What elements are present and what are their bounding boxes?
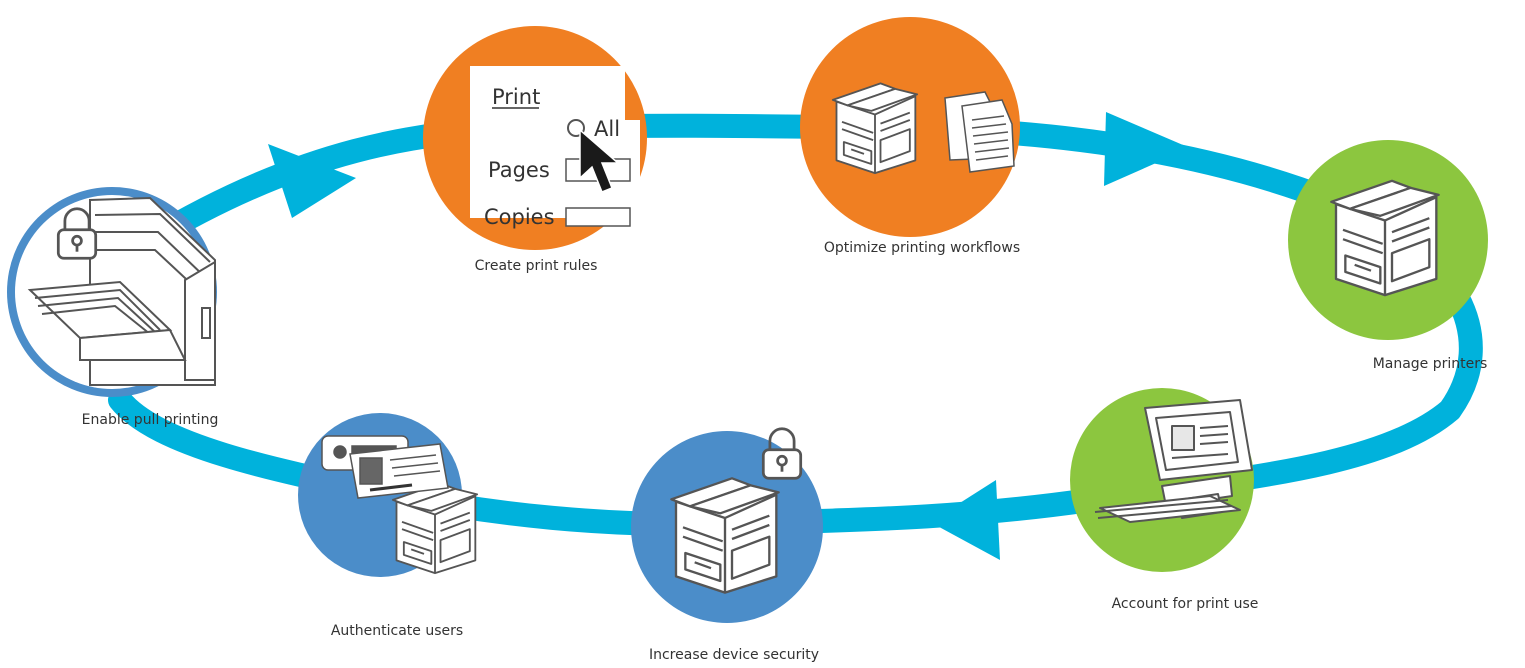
cursor-icon <box>579 128 621 193</box>
step-manage-printers <box>1288 140 1488 340</box>
printer-icon <box>831 82 919 175</box>
label-account-for-print-use: Account for print use <box>1111 596 1259 612</box>
label-enable-pull-printing: Enable pull printing <box>81 412 219 428</box>
loop-arrow-1 <box>268 144 356 218</box>
step-authenticate-users <box>298 413 479 577</box>
lock-icon <box>761 427 803 480</box>
loop-arrow-3 <box>930 480 1000 560</box>
label-increase-device-security: Increase device security <box>648 647 820 663</box>
dialog-pages-label: Pages <box>488 158 550 182</box>
printer-icon <box>1329 179 1441 297</box>
computer-icon <box>1094 399 1253 523</box>
step-account-for-print-use <box>1070 388 1254 572</box>
label-manage-printers: Manage printers <box>1372 356 1488 372</box>
dialog-print-label: Print <box>492 85 540 109</box>
print-dialog-icon: Print All Pages Copies <box>470 66 640 229</box>
label-create-print-rules: Create print rules <box>474 258 598 274</box>
id-card-icon <box>321 435 449 499</box>
step-optimize-printing-workflows <box>800 17 1020 237</box>
step-increase-device-security <box>631 427 823 623</box>
documents-icon <box>944 91 1015 173</box>
printer-icon <box>391 482 479 575</box>
step-enable-pull-printing <box>7 187 217 397</box>
printer-icon <box>669 477 781 595</box>
dialog-copies-label: Copies <box>484 205 555 229</box>
loop-arrow-2 <box>1104 112 1190 186</box>
label-authenticate-users: Authenticate users <box>330 623 464 639</box>
locked-printer-icon <box>27 196 216 386</box>
dialog-all-label: All <box>594 117 620 141</box>
step-create-print-rules: Print All Pages Copies <box>423 26 647 250</box>
label-optimize-printing-workflows: Optimize printing workflows <box>823 240 1021 256</box>
